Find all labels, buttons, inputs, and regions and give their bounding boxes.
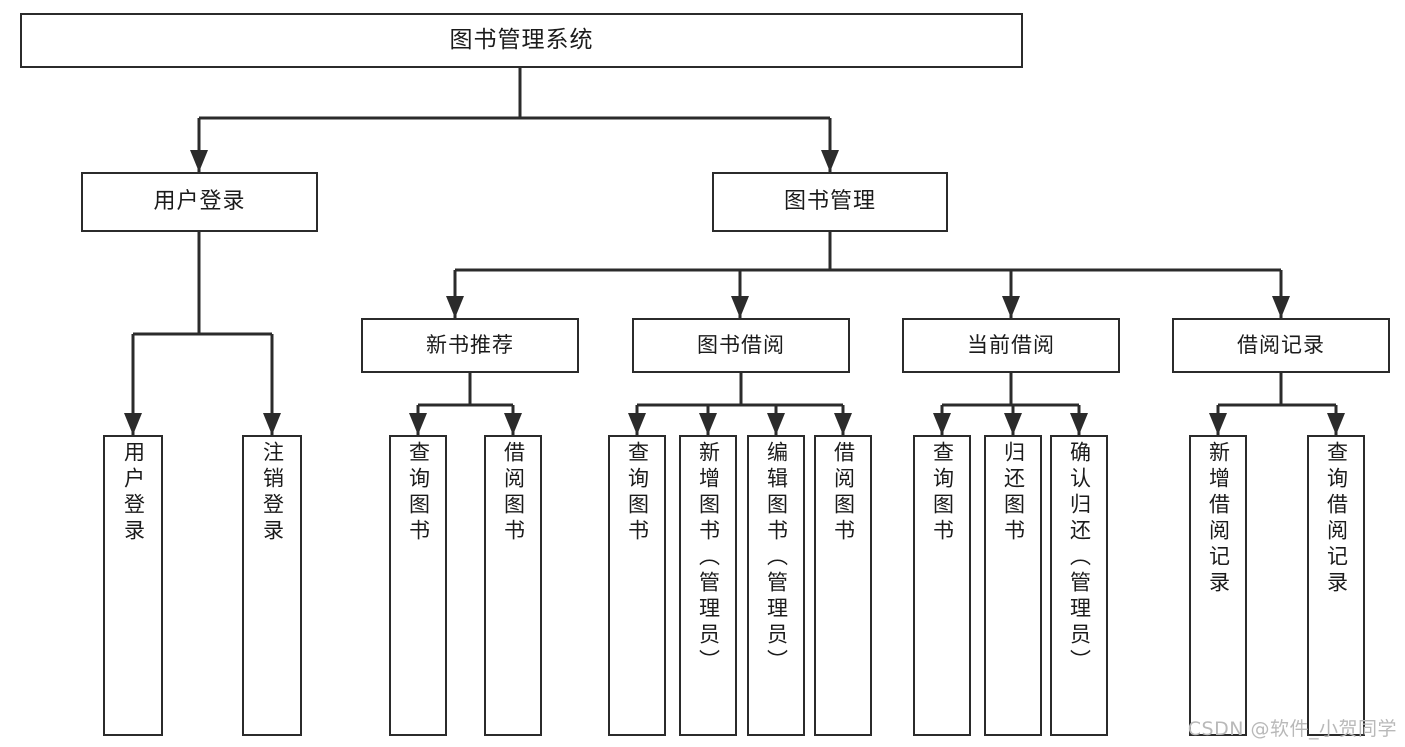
node-leaf-user-login[interactable]: 用户登录 — [103, 435, 163, 736]
node-label: 当前借阅 — [967, 333, 1055, 358]
node-label: 新增借阅记录 — [1206, 441, 1231, 597]
node-book-management[interactable]: 图书管理 — [712, 172, 948, 232]
edge-arrowhead-current-borrow-to-leaves — [1004, 413, 1022, 435]
node-leaf-return-book[interactable]: 归还图书 — [984, 435, 1042, 736]
edge-arrowhead-book-management-to-level2 — [1272, 296, 1290, 318]
edge-arrowhead-new-book-recommend-to-leaves — [504, 413, 522, 435]
node-label: 查询图书 — [625, 441, 650, 545]
edge-arrowhead-borrow-record-to-leaves — [1327, 413, 1345, 435]
edge-arrowhead-current-borrow-to-leaves — [1070, 413, 1088, 435]
edge-arrowhead-book-management-to-level2 — [731, 296, 749, 318]
node-label: 查询借阅记录 — [1324, 441, 1349, 597]
node-book-borrow[interactable]: 图书借阅 — [632, 318, 850, 373]
node-label: 确认归还（管理员） — [1067, 441, 1092, 675]
node-label: 查询图书 — [930, 441, 955, 545]
node-leaf-borrow-book-2[interactable]: 借阅图书 — [814, 435, 872, 736]
node-label: 用户登录 — [121, 441, 146, 545]
edge-arrowhead-new-book-recommend-to-leaves — [409, 413, 427, 435]
edge-arrowhead-borrow-record-to-leaves — [1209, 413, 1227, 435]
node-label: 用户登录 — [153, 189, 246, 215]
node-label: 借阅图书 — [501, 441, 526, 545]
node-new-book-recommend[interactable]: 新书推荐 — [361, 318, 579, 373]
edge-arrowhead-book-borrow-to-leaves — [767, 413, 785, 435]
edge-arrowhead-root-to-level1 — [821, 150, 839, 172]
edge-arrowhead-book-management-to-level2 — [446, 296, 464, 318]
node-leaf-edit-book-admin[interactable]: 编辑图书（管理员） — [747, 435, 805, 736]
node-label: 图书管理 — [783, 189, 876, 215]
node-label: 新增图书（管理员） — [696, 441, 721, 675]
node-label: 借阅图书 — [831, 441, 856, 545]
node-label: 注销登录 — [260, 441, 285, 545]
node-label: 新书推荐 — [426, 333, 514, 358]
node-label: 借阅记录 — [1237, 333, 1325, 358]
node-label: 归还图书 — [1001, 441, 1026, 545]
edge-arrowhead-user-login-to-leaves — [263, 413, 281, 435]
node-leaf-add-borrow-record[interactable]: 新增借阅记录 — [1189, 435, 1247, 736]
node-leaf-user-logout[interactable]: 注销登录 — [242, 435, 302, 736]
edge-arrowhead-user-login-to-leaves — [124, 413, 142, 435]
node-leaf-confirm-return-admin[interactable]: 确认归还（管理员） — [1050, 435, 1108, 736]
edge-arrowhead-book-borrow-to-leaves — [699, 413, 717, 435]
node-leaf-query-book-3[interactable]: 查询图书 — [913, 435, 971, 736]
edge-arrowhead-book-borrow-to-leaves — [834, 413, 852, 435]
node-leaf-query-book-1[interactable]: 查询图书 — [389, 435, 447, 736]
watermark: CSDN @软件_小贺同学 — [1187, 718, 1397, 740]
node-leaf-add-book-admin[interactable]: 新增图书（管理员） — [679, 435, 737, 736]
node-user-login[interactable]: 用户登录 — [81, 172, 318, 232]
edge-arrowhead-root-to-level1 — [190, 150, 208, 172]
edge-arrowhead-current-borrow-to-leaves — [933, 413, 951, 435]
node-label: 图书借阅 — [697, 333, 785, 358]
node-leaf-borrow-book-1[interactable]: 借阅图书 — [484, 435, 542, 736]
node-root[interactable]: 图书管理系统 — [20, 13, 1023, 68]
node-borrow-record[interactable]: 借阅记录 — [1172, 318, 1390, 373]
node-current-borrow[interactable]: 当前借阅 — [902, 318, 1120, 373]
node-label: 编辑图书（管理员） — [764, 441, 789, 675]
node-leaf-query-borrow-record[interactable]: 查询借阅记录 — [1307, 435, 1365, 736]
edge-arrowhead-book-borrow-to-leaves — [628, 413, 646, 435]
node-label: 查询图书 — [406, 441, 431, 545]
node-label: 图书管理系统 — [449, 27, 594, 54]
edge-arrowhead-book-management-to-level2 — [1002, 296, 1020, 318]
node-leaf-query-book-2[interactable]: 查询图书 — [608, 435, 666, 736]
